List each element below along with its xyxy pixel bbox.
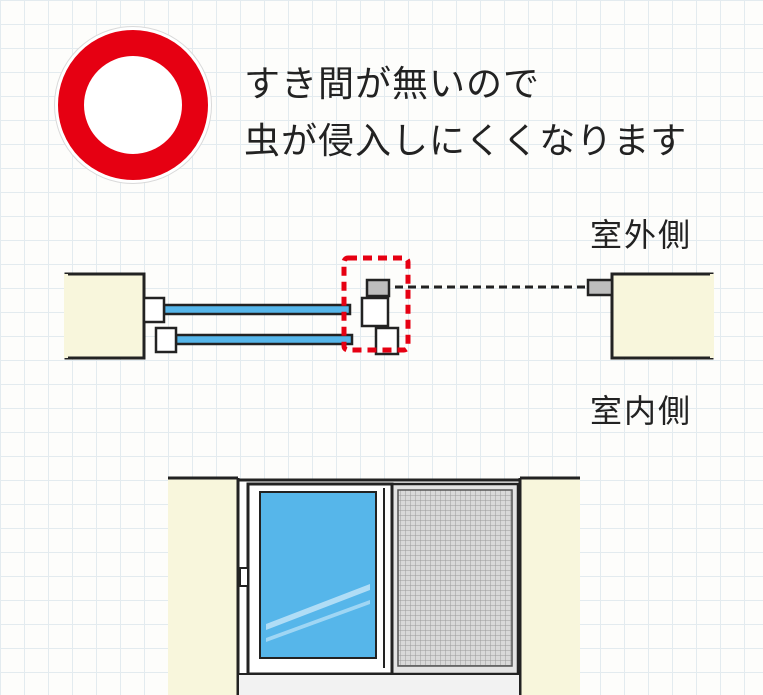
screen-wall-stop [586, 278, 614, 297]
inside-label: 室内側 [590, 392, 693, 430]
elevation-view [168, 476, 580, 695]
left-wall-front [168, 478, 238, 695]
glass-pane [259, 491, 377, 659]
frame-jamb-outer [142, 296, 166, 324]
highlight-box [341, 255, 411, 353]
frame-jamb-inner [154, 326, 178, 354]
outer-sash-glass [162, 303, 352, 316]
outside-label: 室外側 [590, 216, 693, 254]
window-sill [237, 673, 521, 695]
right-wall [610, 272, 714, 360]
message-line-2: 虫が侵入しにくくなります [244, 121, 688, 162]
message-line-1: すき間が無いので [244, 64, 541, 105]
plan-view [64, 255, 714, 360]
left-wall [64, 272, 146, 360]
interlock-part-upper [360, 296, 390, 328]
screen-mesh [397, 489, 513, 667]
screen-frame-part [365, 278, 391, 298]
interlock-part-lower [374, 326, 400, 356]
inner-sash-glass [174, 333, 354, 346]
right-wall-front [520, 478, 580, 695]
sash-latch-icon [239, 567, 249, 587]
